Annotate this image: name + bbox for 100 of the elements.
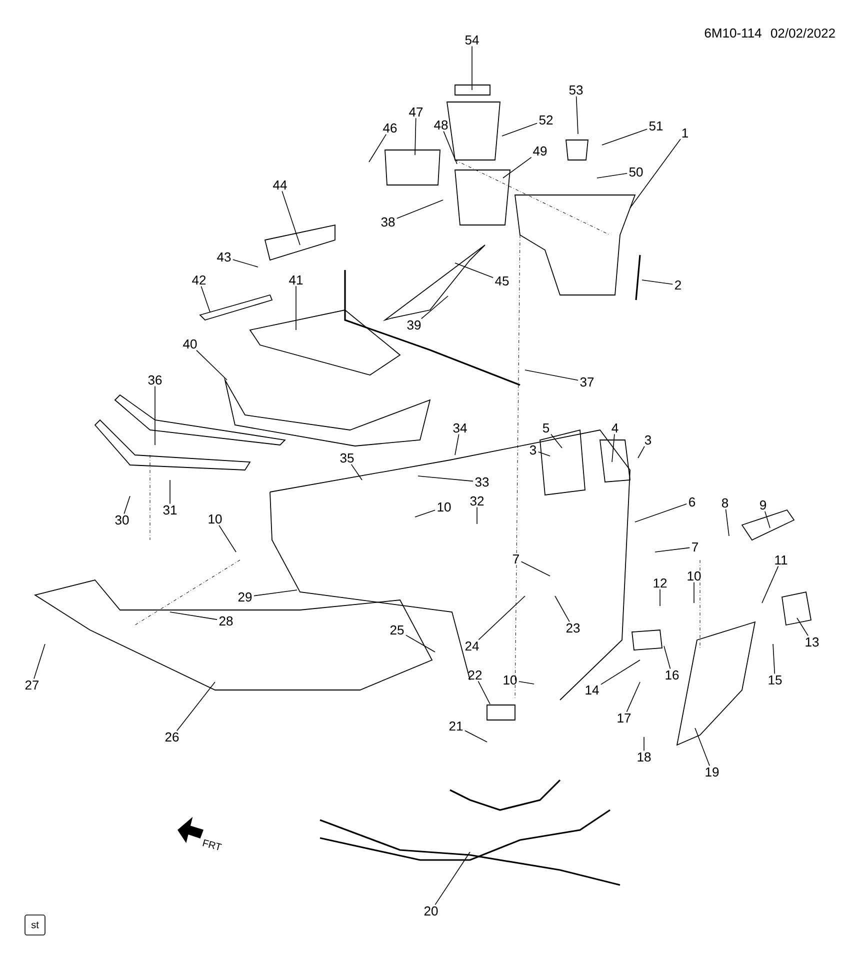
leader-line <box>176 682 216 732</box>
leader-line <box>464 730 488 742</box>
leader-line <box>434 852 470 906</box>
callout-number: 7 <box>692 542 698 552</box>
callout-number: 21 <box>449 721 463 731</box>
callout-number: 10 <box>688 571 701 581</box>
callout-number: 10 <box>208 514 222 524</box>
leader-line <box>762 566 779 604</box>
leader-line <box>476 506 478 524</box>
leader-line <box>596 172 628 178</box>
leader-line <box>576 96 578 134</box>
leader-line <box>694 728 710 766</box>
callout-number: 45 <box>495 276 509 286</box>
callout-number: 16 <box>666 670 679 680</box>
callout-number: 44 <box>273 180 287 190</box>
callout-number: 12 <box>654 578 667 588</box>
callout-number: 9 <box>760 500 766 510</box>
callout-number: 24 <box>465 641 479 651</box>
leader-line <box>654 547 690 552</box>
leader-line <box>538 451 550 456</box>
callout-number: 15 <box>768 675 782 685</box>
callout-number: 30 <box>115 515 129 525</box>
callout-number: 52 <box>539 115 553 125</box>
callout-number: 2 <box>675 280 681 290</box>
leader-line <box>218 524 236 552</box>
leader-line <box>600 660 640 685</box>
callout-number: 26 <box>165 732 179 742</box>
leader-line <box>630 138 681 208</box>
leader-line <box>34 644 46 680</box>
callout-number: 22 <box>468 670 482 680</box>
leader-line <box>196 350 228 380</box>
leader-line <box>232 259 258 268</box>
leader-line <box>602 128 648 146</box>
callout-number: 38 <box>381 217 395 227</box>
callout-number: 14 <box>586 686 599 694</box>
callout-number: 49 <box>533 146 547 156</box>
leader-line <box>772 644 776 674</box>
callout-number: 50 <box>629 167 643 177</box>
leader-line <box>554 596 570 622</box>
callout-number: 25 <box>390 625 404 635</box>
callout-number: 42 <box>192 275 206 285</box>
leader-line <box>282 190 300 246</box>
drawing-date: 02/02/2022 <box>770 28 835 38</box>
leader-line <box>414 118 416 156</box>
callout-number: 37 <box>580 377 594 387</box>
symbol-badge: st <box>24 914 46 936</box>
callout-number: 3 <box>530 445 536 455</box>
callout-number: 39 <box>407 320 421 330</box>
leader-line <box>638 446 645 458</box>
callout-number: 54 <box>465 35 479 45</box>
callout-number: 5 <box>542 423 550 433</box>
leader-line <box>642 280 674 285</box>
callout-number: 53 <box>569 85 583 95</box>
callout-number: 40 <box>183 339 197 349</box>
callout-number: 4 <box>612 424 618 432</box>
drawing-number: 6M10-114 <box>704 28 762 38</box>
callout-number: 18 <box>638 752 651 762</box>
leader-line <box>454 434 460 456</box>
leader-line <box>418 476 474 482</box>
callout-number: 20 <box>424 906 438 916</box>
callout-number: 29 <box>238 592 252 602</box>
leader-line <box>154 386 156 446</box>
leader-line <box>478 596 526 640</box>
callout-number: 36 <box>148 375 162 385</box>
callout-number: 11 <box>775 556 788 564</box>
leader-line <box>518 681 534 684</box>
leader-line <box>368 134 387 162</box>
callout-number: 3 <box>644 435 652 445</box>
leader-line <box>478 680 490 704</box>
leader-line <box>796 618 808 636</box>
leader-line <box>502 122 538 136</box>
callout-number: 27 <box>25 680 39 690</box>
leader-line <box>524 370 578 381</box>
callout-number: 28 <box>219 616 233 626</box>
callout-number: 19 <box>706 767 719 777</box>
leader-line <box>396 200 444 219</box>
leader-line <box>664 646 671 670</box>
callout-number: 46 <box>383 123 397 133</box>
leader-line <box>764 510 770 528</box>
callout-number: 7 <box>513 554 519 564</box>
leader-line <box>725 508 730 536</box>
leader-line <box>502 156 532 178</box>
callout-number: 33 <box>475 477 489 487</box>
callout-number: 47 <box>409 108 423 116</box>
callout-number: 51 <box>649 121 663 131</box>
callout-number: 48 <box>434 120 448 130</box>
leader-line <box>254 590 298 596</box>
callout-number: 23 <box>566 623 580 633</box>
leader-line <box>124 496 130 514</box>
leader-line <box>454 262 494 278</box>
leader-line <box>443 130 458 164</box>
callout-number: 31 <box>163 505 177 515</box>
callout-number: 34 <box>453 423 467 433</box>
callout-number: 10 <box>438 502 451 512</box>
leader-line <box>406 634 436 652</box>
callout-number: 41 <box>289 276 303 284</box>
leader-line <box>170 612 218 620</box>
leader-line <box>421 296 448 320</box>
direction-label: FRT <box>202 839 222 850</box>
callout-number: 32 <box>470 496 484 506</box>
